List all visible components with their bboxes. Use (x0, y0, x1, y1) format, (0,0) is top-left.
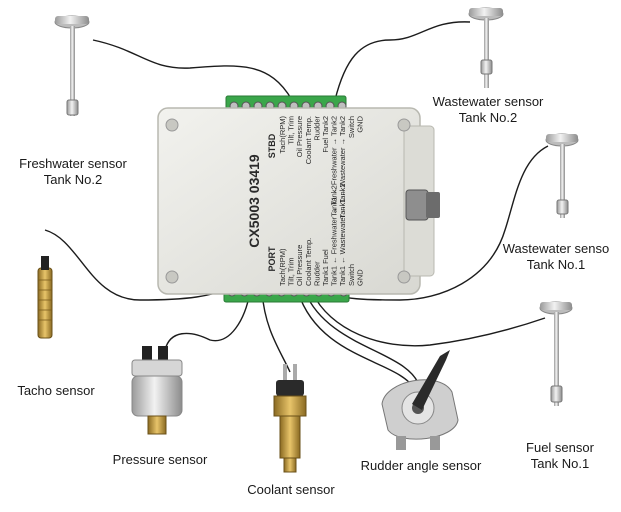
coolant-sensor-image (273, 364, 307, 473)
stbd-terminal-label: Tank1 ← Wastewater → Tank2 (338, 116, 347, 219)
stbd-terminal-label: Tank1 ← Freshwater → Tank2 (330, 116, 339, 217)
port-terminal-label: Tank1 ← Wastewater → Tank2 (338, 183, 347, 286)
stbd-terminal-label: GND (355, 115, 364, 132)
stbd-terminal-label: Fuel Tank2 (321, 116, 330, 153)
port-terminal-label: GND (355, 269, 364, 286)
stbd-label: STBD (267, 133, 277, 158)
wastewater-tank1-label-line1: Wastewater senso (502, 241, 610, 256)
wire-freshwater-tank2 (92, 39, 293, 101)
wire-tacho (44, 229, 233, 301)
port-terminal-label: Tilt, Trim (287, 258, 296, 286)
fuel-tank1-probe-image (539, 301, 573, 406)
wastewater-tank2-label-line2: Tank No.2 (458, 110, 518, 125)
fuel-tank1-label-line2: Tank No.1 (530, 456, 590, 471)
freshwater-tank2-label-line1: Freshwater sensor (19, 156, 127, 171)
stbd-terminal-label: Tach(RPM) (278, 116, 287, 154)
pressure-sensor-label: Pressure sensor (112, 452, 208, 467)
wire-rudder-2 (304, 291, 421, 389)
fuel-tank1-label: Fuel sensor Tank No.1 (510, 440, 610, 472)
freshwater-tank2-label-line2: Tank No.2 (43, 172, 103, 187)
port-terminal-label: Oil Pressure (295, 245, 304, 286)
fuel-tank1-label-line1: Fuel sensor (526, 440, 594, 455)
freshwater-tank2-label: Freshwater sensor Tank No.2 (8, 156, 138, 188)
wastewater-tank1-label: Wastewater senso Tank No.1 (496, 241, 616, 273)
stbd-terminal-label: Rudder (312, 116, 321, 141)
wastewater-tank1-label-line2: Tank No.1 (526, 257, 586, 272)
stbd-terminal-label: Coolant Temp. (304, 116, 313, 164)
wastewater-tank1-probe-image (545, 133, 579, 218)
module-model-text: CX5003 03419 (246, 154, 262, 248)
stbd-terminal-label: Oil Pressure (295, 116, 304, 157)
wire-wastewater-tank2 (334, 21, 471, 101)
pressure-sensor-image (131, 346, 183, 435)
port-terminal-label: Tank1 ← Freshwater → Tank2 (330, 185, 339, 286)
port-label: PORT (267, 246, 277, 272)
rudder-angle-sensor-label: Rudder angle sensor (360, 458, 482, 473)
side-connector (405, 189, 440, 221)
freshwater-tank2-probe-image (54, 15, 90, 116)
coolant-sensor-label: Coolant sensor (247, 482, 335, 497)
port-terminal-label: Tach(RPM) (278, 248, 287, 286)
wastewater-tank2-probe-image (468, 7, 504, 88)
wire-fuel-tank1 (311, 291, 546, 347)
control-module: CX5003 03419 STBD PORT Tach(RPM)Tilt, Tr… (157, 95, 440, 303)
wire-wastewater-tank1 (321, 145, 549, 301)
port-terminal-label: Rudder (312, 261, 321, 286)
wastewater-tank2-label-line1: Wastewater sensor (432, 94, 544, 109)
rudder-angle-sensor-image (381, 350, 459, 450)
port-terminal-label: Switch (347, 264, 356, 286)
wires (44, 21, 549, 391)
stbd-terminal-label: Switch (347, 116, 356, 138)
tacho-sensor-image (37, 256, 53, 339)
wire-coolant (261, 291, 291, 373)
stbd-terminal-label: Tilt, Trim (287, 116, 296, 144)
tacho-sensor-label: Tacho sensor (17, 383, 95, 398)
wastewater-tank2-label: Wastewater sensor Tank No.2 (418, 94, 558, 126)
wire-pressure (164, 291, 251, 351)
port-terminal-label: Coolant Temp. (304, 238, 313, 286)
port-terminal-label: Tank1 Fuel (321, 249, 330, 286)
wire-rudder (297, 291, 416, 391)
